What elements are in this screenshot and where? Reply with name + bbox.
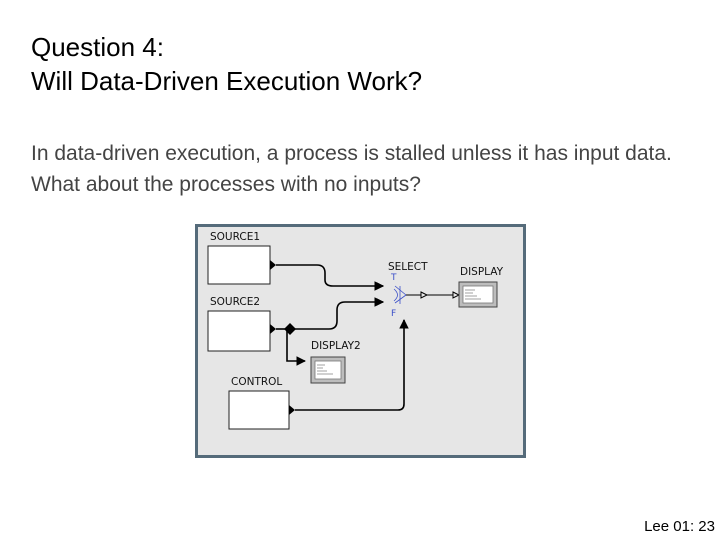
relation-diamond-icon (284, 323, 296, 335)
select-output-port (420, 291, 429, 299)
slide-footer: Lee 01: 23 (644, 518, 715, 535)
source2-output-port (270, 324, 276, 334)
diagram-connections (276, 264, 409, 411)
source2-actor[interactable]: SOURCE2 (207, 296, 276, 352)
display-icon (465, 289, 481, 300)
control-actor[interactable]: CONTROL (228, 376, 295, 430)
source1-actor[interactable]: SOURCE1 (207, 231, 276, 285)
select-actor[interactable]: SELECT T F (388, 261, 429, 319)
select-true-port-label: T (390, 273, 397, 283)
slide-title: Question 4: Will Data-Driven Execution W… (31, 32, 423, 96)
display2-label: DISPLAY2 (311, 340, 361, 352)
select-icon (393, 285, 407, 304)
display-label: DISPLAY (460, 266, 504, 278)
source1-output-port (270, 260, 276, 270)
display-actor[interactable]: DISPLAY (427, 266, 504, 308)
control-output-port (289, 405, 295, 415)
source2-label: SOURCE2 (210, 296, 260, 308)
display2-icon (317, 364, 333, 375)
select-false-input-port (376, 298, 385, 306)
control-label: CONTROL (231, 376, 282, 388)
slide-body-text: In data-driven execution, a process is s… (31, 142, 672, 196)
display-input-port (452, 291, 461, 299)
select-label: SELECT (388, 261, 428, 273)
source1-label: SOURCE1 (210, 231, 260, 243)
select-false-port-label: F (391, 309, 396, 319)
select-true-input-port (376, 282, 385, 290)
display2-actor[interactable]: DISPLAY2 (310, 340, 361, 384)
dataflow-diagram: SOURCE1 SOURCE2 CONTROL SELECT T F DISPL… (195, 224, 526, 458)
